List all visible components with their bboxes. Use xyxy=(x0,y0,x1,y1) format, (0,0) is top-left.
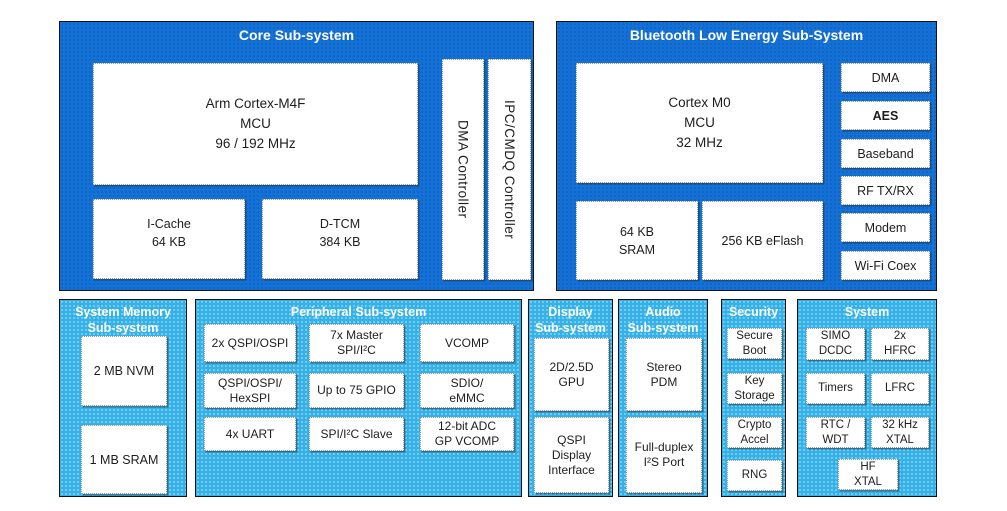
master-spi-i2c-box: 7x Master SPI/I²C xyxy=(309,324,404,362)
qspi-display-box: QSPI Display Interface xyxy=(534,417,609,493)
system-memory-block: System Memory Sub-system 2 MB NVM 1 MB S… xyxy=(59,299,187,497)
system-title: System xyxy=(844,305,890,319)
hf-xtal-box: HF XTAL xyxy=(838,459,898,490)
secure-boot-box: Secure Boot xyxy=(727,328,782,359)
ble-aes-box: AES xyxy=(841,101,930,130)
security-block: Security Secure Boot Key Storage Crypto … xyxy=(721,299,786,497)
system-block: System SIMO DCDC 2x HFRC Timers LFRC RTC… xyxy=(797,299,937,497)
i2s-box: Full-duplex I²S Port xyxy=(626,417,702,493)
security-title: Security xyxy=(728,305,779,319)
system-memory-title: System Memory Sub-system xyxy=(75,305,171,335)
display-block: Display Sub-system 2D/2.5D GPU QSPI Disp… xyxy=(528,299,613,497)
stereo-pdm-box: Stereo PDM xyxy=(626,338,702,411)
adc-box: 12-bit ADC GP VCOMP xyxy=(420,417,514,451)
core-subsystem-title: Core Sub-system xyxy=(238,27,355,43)
qspi-ospi-box: 2x QSPI/OSPI xyxy=(204,324,296,362)
dma-controller-bar: DMA Controller xyxy=(442,59,484,280)
core-subsystem-block: Core Sub-system Arm Cortex-M4F MCU 96 / … xyxy=(59,21,534,291)
cpu-m4f-box: Arm Cortex-M4F MCU 96 / 192 MHz xyxy=(93,63,418,185)
ipc-cmdq-controller-bar: IPC/CMDQ Controller xyxy=(488,59,531,280)
ble-dma-box: DMA xyxy=(841,63,930,92)
dtcm-box: D-TCM 384 KB xyxy=(262,199,418,279)
lfrc-box: LFRC xyxy=(871,373,929,404)
rtc-wdt-box: RTC / WDT xyxy=(806,417,865,448)
vcomp-box: VCOMP xyxy=(420,324,514,362)
xtal-32khz-box: 32 kHz XTAL xyxy=(871,417,929,448)
spi-i2c-slave-box: SPI/I²C Slave xyxy=(309,417,404,451)
nvm-box: 2 MB NVM xyxy=(81,336,167,406)
icache-box: I-Cache 64 KB xyxy=(93,199,245,279)
audio-block: Audio Sub-system Stereo PDM Full-duplex … xyxy=(618,299,708,497)
gpu-box: 2D/2.5D GPU xyxy=(534,338,609,411)
ble-subsystem-block: Bluetooth Low Energy Sub-System Cortex M… xyxy=(556,21,937,291)
key-storage-box: Key Storage xyxy=(727,373,782,404)
uart-box: 4x UART xyxy=(204,417,296,451)
hexspi-box: QSPI/OSPI/ HexSPI xyxy=(204,373,296,408)
peripheral-title: Peripheral Sub-system xyxy=(290,305,427,319)
gpio-box: Up to 75 GPIO xyxy=(309,373,404,408)
sdio-emmc-box: SDIO/ eMMC xyxy=(420,373,514,408)
ble-eflash-box: 256 KB eFlash xyxy=(702,201,823,280)
audio-title: Audio Sub-system xyxy=(627,305,699,335)
ble-sram-box: 64 KB SRAM xyxy=(576,201,698,280)
sram-box: 1 MB SRAM xyxy=(81,425,167,494)
simo-dcdc-box: SIMO DCDC xyxy=(806,328,865,360)
ble-rf-txrx-box: RF TX/RX xyxy=(841,176,930,205)
crypto-accel-box: Crypto Accel xyxy=(727,417,782,448)
ble-baseband-box: Baseband xyxy=(841,139,930,168)
ble-modem-box: Modem xyxy=(841,213,930,242)
ble-subsystem-title: Bluetooth Low Energy Sub-System xyxy=(629,27,864,43)
timers-box: Timers xyxy=(806,373,865,404)
ble-wifi-coex-box: Wi-Fi Coex xyxy=(841,251,930,280)
rng-box: RNG xyxy=(727,460,782,491)
cpu-m0-box: Cortex M0 MCU 32 MHz xyxy=(576,63,823,183)
peripheral-block: Peripheral Sub-system 2x QSPI/OSPI 7x Ma… xyxy=(195,299,522,497)
hfrc-box: 2x HFRC xyxy=(871,328,929,360)
display-title: Display Sub-system xyxy=(535,305,606,335)
